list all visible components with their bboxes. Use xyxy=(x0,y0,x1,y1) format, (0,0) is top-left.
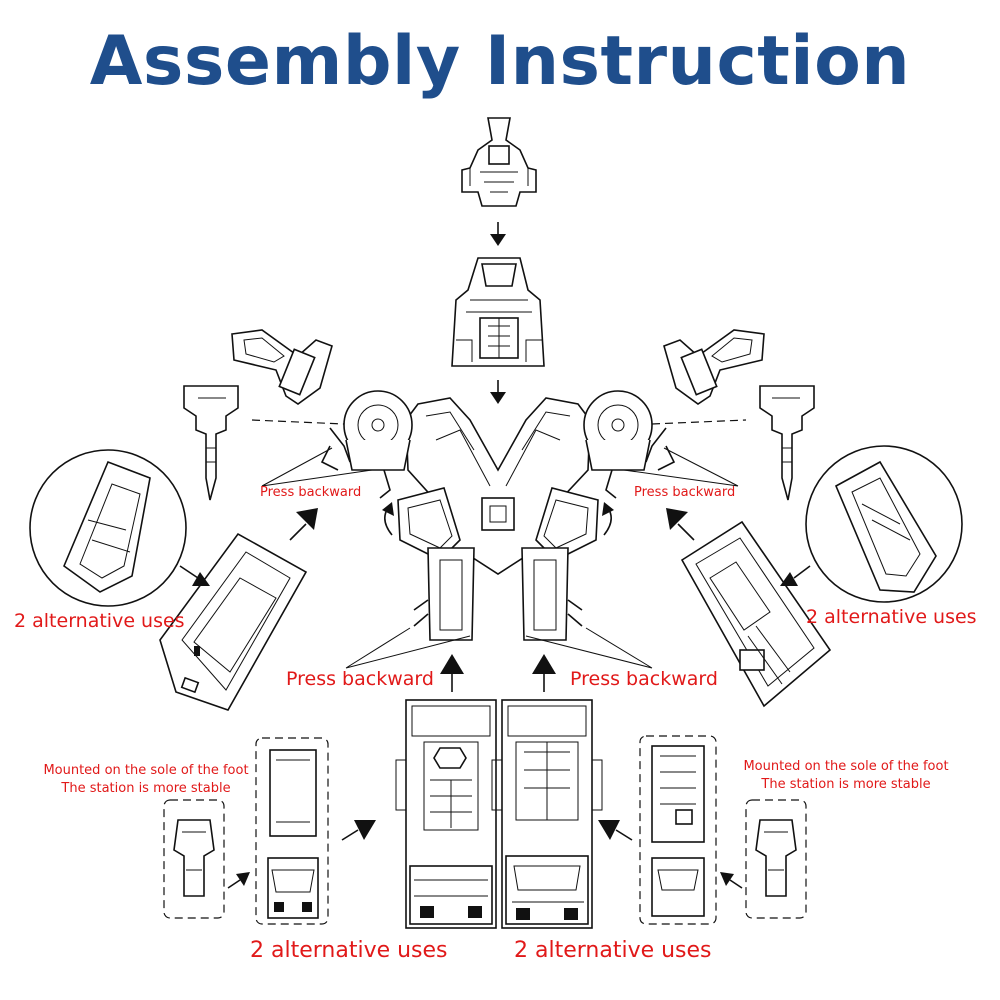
left-foot-box-small xyxy=(163,799,225,919)
foot-note-left: Mounted on the sole of the foot The stat… xyxy=(24,762,268,798)
right-truck-part xyxy=(491,699,603,929)
arrow-right-small-to-box xyxy=(720,872,743,889)
arrow-up-left-leg xyxy=(440,654,464,692)
right-wing-part xyxy=(663,329,765,405)
press-backward-label-lower-left: Press backward xyxy=(286,668,434,690)
right-dash-line xyxy=(651,419,747,425)
lower-right-pointer-lines xyxy=(525,627,653,669)
foot-note-right-line1: Mounted on the sole of the foot xyxy=(743,759,949,774)
arrow-left-small-to-box xyxy=(227,872,250,889)
press-backward-label-lower-right: Press backward xyxy=(570,668,718,690)
press-backward-label-upper-left: Press backward xyxy=(260,485,362,500)
left-foot-box-large xyxy=(255,737,329,925)
right-foot-box-small xyxy=(745,799,807,919)
press-backward-label-upper-right: Press backward xyxy=(634,485,736,500)
left-shoulder-part xyxy=(320,390,413,499)
alt-uses-label-right: 2 alternative uses xyxy=(806,606,977,628)
upper-left-pointer-lines xyxy=(261,447,373,487)
arrow-left-car-to-shoulder xyxy=(289,508,318,541)
arrow-down-2 xyxy=(490,380,506,404)
alt-uses-label-left: 2 alternative uses xyxy=(14,610,185,632)
upper-right-pointer-lines xyxy=(623,447,739,487)
right-gun-part xyxy=(759,385,815,501)
alt-uses-label-bottom-left: 2 alternative uses xyxy=(250,938,448,963)
foot-note-right: Mounted on the sole of the foot The stat… xyxy=(724,758,968,794)
right-foot-box-large xyxy=(639,735,717,925)
arrow-right-car-to-shoulder xyxy=(666,508,695,541)
central-torso xyxy=(382,397,614,641)
left-truck-part xyxy=(395,699,507,929)
arrow-right-box-to-truck xyxy=(598,820,633,841)
left-gun-part xyxy=(183,385,239,501)
arrow-down-1 xyxy=(490,222,506,246)
page-title: Assembly Instruction xyxy=(89,22,911,101)
foot-note-right-line2: The station is more stable xyxy=(761,777,931,792)
right-circle-inset xyxy=(805,445,963,603)
left-car-part xyxy=(159,532,308,711)
arrow-right-circle-to-car xyxy=(780,565,811,586)
left-dash-line xyxy=(251,419,345,425)
arrow-up-right-leg xyxy=(532,654,556,692)
left-circle-inset xyxy=(29,449,187,607)
arrow-left-box-to-truck xyxy=(341,820,376,841)
foot-note-left-line2: The station is more stable xyxy=(61,781,231,796)
jet-head-part xyxy=(461,117,537,207)
alt-uses-label-bottom-right: 2 alternative uses xyxy=(514,938,712,963)
arrow-left-circle-to-car xyxy=(179,565,210,586)
lower-left-pointer-lines xyxy=(345,627,471,669)
chest-head-part xyxy=(451,257,545,367)
right-car-part xyxy=(680,520,832,708)
left-wing-part xyxy=(231,329,333,405)
right-shoulder-part xyxy=(583,390,676,499)
foot-note-left-line1: Mounted on the sole of the foot xyxy=(43,763,249,778)
